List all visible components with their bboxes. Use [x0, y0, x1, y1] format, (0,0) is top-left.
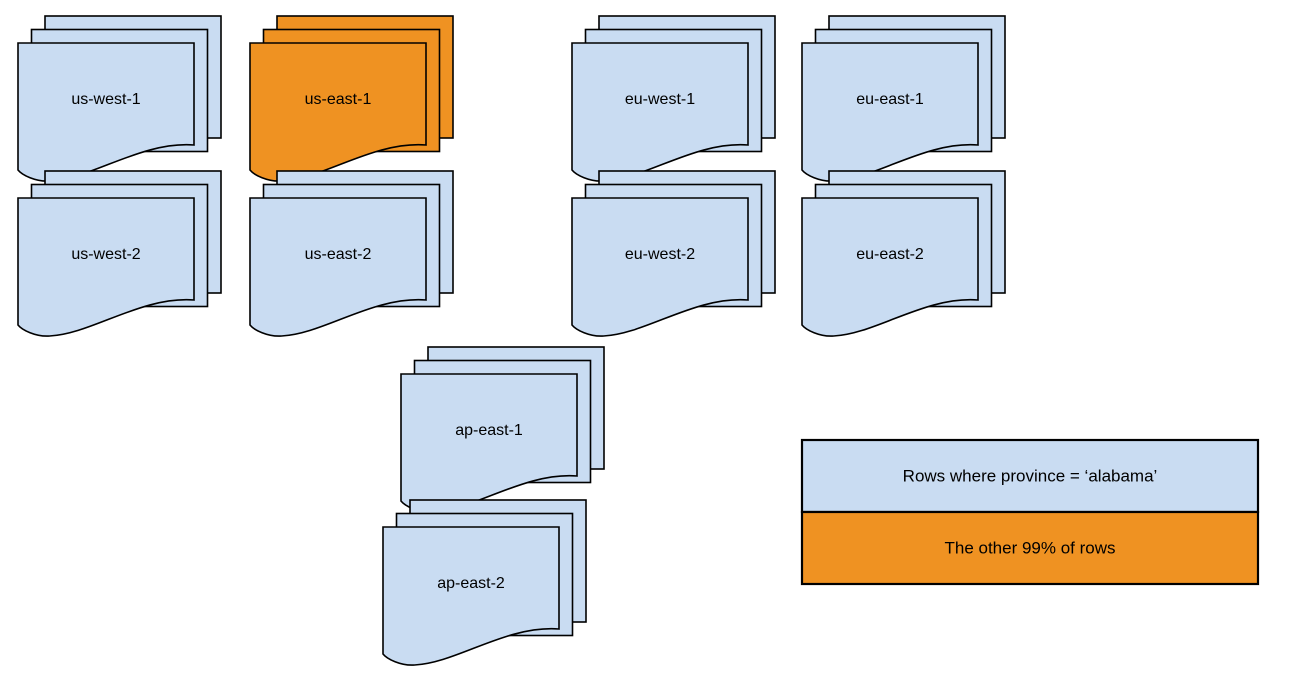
- document-stack-label: ap-east-1: [455, 422, 523, 439]
- document-stack-eu-east-1[interactable]: eu-east-1: [801, 15, 1006, 182]
- document-stack-label: eu-west-1: [625, 91, 695, 108]
- document-stack-ap-east-1[interactable]: ap-east-1: [400, 346, 605, 513]
- document-sheet-front: [801, 42, 979, 182]
- document-sheet-front: [249, 197, 427, 337]
- document-sheet-front: [571, 42, 749, 182]
- document-stack-eu-west-1[interactable]: eu-west-1: [571, 15, 776, 182]
- document-sheet-front: [571, 197, 749, 337]
- document-stack-us-east-1[interactable]: us-east-1: [249, 15, 454, 182]
- document-stack-ap-east-2[interactable]: ap-east-2: [382, 499, 587, 666]
- document-stack-label: us-east-2: [305, 246, 372, 263]
- document-sheet-front: [400, 373, 578, 513]
- document-sheet-front: [249, 42, 427, 182]
- document-stack-eu-east-2[interactable]: eu-east-2: [801, 170, 1006, 337]
- document-stack-label: us-east-1: [305, 91, 372, 108]
- document-stack-label: us-west-1: [71, 91, 140, 108]
- legend-row-highlight-label: The other 99% of rows: [944, 538, 1115, 557]
- document-stack-us-west-1[interactable]: us-west-1: [17, 15, 222, 182]
- document-stack-label: ap-east-2: [437, 575, 505, 592]
- legend-row-normal-label: Rows where province = ‘alabama’: [903, 466, 1158, 485]
- document-sheet-front: [17, 42, 195, 182]
- document-stack-label: eu-west-2: [625, 246, 695, 263]
- legend: Rows where province = ‘alabama’ The other…: [800, 438, 1260, 586]
- legend-row-highlight[interactable]: [800, 510, 1260, 586]
- document-stack-label: eu-east-2: [856, 246, 924, 263]
- document-stack-label: us-west-2: [71, 246, 140, 263]
- document-sheet-front: [17, 197, 195, 337]
- document-stack-label: eu-east-1: [856, 91, 924, 108]
- document-stack-us-east-2[interactable]: us-east-2: [249, 170, 454, 337]
- legend-row-normal[interactable]: [800, 438, 1260, 514]
- document-stack-eu-west-2[interactable]: eu-west-2: [571, 170, 776, 337]
- document-sheet-front: [382, 526, 560, 666]
- document-stack-us-west-2[interactable]: us-west-2: [17, 170, 222, 337]
- document-stacks-layer: us-west-1 us-east-1 eu-west-1 eu-east-1 us-w…: [17, 15, 1006, 666]
- document-sheet-front: [801, 197, 979, 337]
